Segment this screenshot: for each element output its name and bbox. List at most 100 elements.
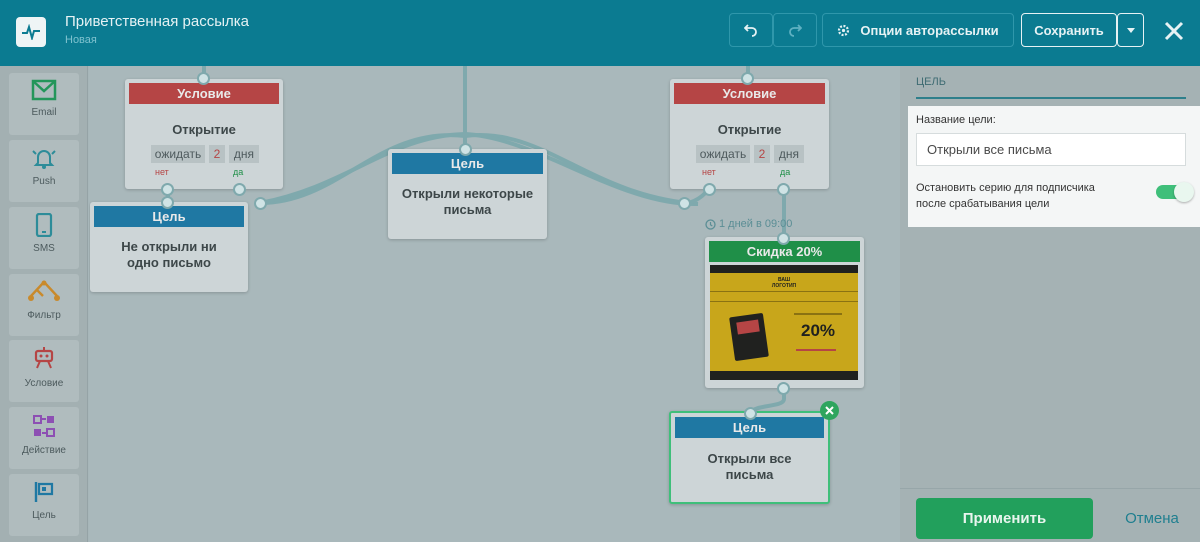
sidebar-item-label: SMS — [33, 243, 55, 254]
gear-icon — [838, 24, 850, 36]
status-subtitle: Новая — [65, 34, 97, 46]
undo-icon — [744, 24, 757, 37]
preview-logo-line-2: ЛОГОТИП — [771, 283, 797, 289]
redo-button[interactable] — [773, 13, 817, 47]
node-header: Цель — [675, 417, 824, 438]
envelope-icon — [31, 79, 57, 101]
sidebar-item-filter[interactable]: Фильтр — [9, 274, 79, 336]
node-output-port-no[interactable] — [703, 183, 716, 196]
wait-chip: ожидать — [696, 145, 750, 163]
branch-no-label: нет — [702, 167, 716, 177]
close-button[interactable] — [1160, 17, 1188, 45]
goal-node-selected[interactable]: Цель Открыли все письма — [669, 411, 830, 504]
bell-icon — [32, 150, 56, 169]
stop-series-line-2: после срабатывания цели — [916, 198, 1050, 210]
node-output-port[interactable] — [777, 382, 790, 395]
goal-name-input[interactable] — [916, 133, 1186, 166]
goal-node-left[interactable]: Цель Не открыли ни одно письмо — [90, 202, 248, 292]
branch-yes-label: да — [233, 167, 244, 177]
node-header: Цель — [94, 206, 244, 227]
node-output-port-yes[interactable] — [777, 183, 790, 196]
wire-joint-port[interactable] — [254, 197, 267, 210]
close-icon — [1164, 21, 1184, 41]
condition-node-left[interactable]: Условие Открытие ожидать 2 дня нет да — [125, 79, 283, 189]
stop-series-toggle[interactable] — [1156, 182, 1194, 202]
branch-no-label: нет — [155, 167, 169, 177]
preview-logo: ВАШ ЛОГОТИП — [768, 277, 800, 289]
sidebar-item-label: Цель — [32, 510, 56, 521]
node-line-1: Открыли некоторые — [401, 186, 534, 201]
wire-joint-port[interactable] — [678, 197, 691, 210]
pulse-logo-icon — [16, 17, 46, 47]
flow-canvas[interactable]: Условие Открытие ожидать 2 дня нет да Це… — [89, 66, 900, 542]
sidebar-item-label: Фильтр — [27, 310, 61, 321]
node-output-port-yes[interactable] — [233, 183, 246, 196]
branch-yes-label: да — [780, 167, 791, 177]
sidebar-item-push[interactable]: Push — [9, 140, 79, 202]
node-line-1: Открыли все — [707, 451, 792, 466]
chevron-down-icon — [1126, 27, 1135, 33]
sidebar-item-sms[interactable]: SMS — [9, 207, 79, 269]
condition-icon — [34, 347, 54, 369]
days-unit-chip: дня — [774, 145, 804, 163]
toggle-knob — [1174, 182, 1194, 202]
preview-logo-line-1: ВАШ — [778, 277, 790, 283]
node-line-2: письма — [725, 467, 774, 482]
clock-icon — [705, 218, 716, 230]
node-title: Открытие — [172, 122, 236, 137]
stop-series-line-1: Остановить серию для подписчика — [916, 182, 1095, 194]
node-header: Условие — [129, 83, 279, 104]
preview-discount: 20% — [800, 321, 836, 340]
sidebar-item-label: Условие — [24, 378, 64, 389]
node-input-port[interactable] — [744, 407, 757, 420]
phone-icon — [35, 213, 53, 237]
node-title: Открытие — [717, 122, 782, 137]
days-number-chip: 2 — [209, 145, 225, 163]
node-input-port[interactable] — [777, 232, 790, 245]
page-title: Приветственная рассылка — [65, 13, 250, 30]
delay-timer: 1 дней в 09:00 — [705, 218, 792, 230]
goal-node-middle[interactable]: Цель Открыли некоторые письма — [388, 149, 547, 239]
sidebar-item-label: Email — [31, 107, 57, 118]
sidebar-item-label: Push — [32, 176, 56, 187]
node-line-2: одно письмо — [127, 255, 211, 270]
email-preview-thumbnail: ВАШ ЛОГОТИП 20% — [710, 265, 858, 380]
node-line-2: письма — [443, 202, 492, 217]
node-input-port[interactable] — [741, 72, 754, 85]
filter-icon — [28, 280, 60, 301]
options-label: Опции авторассылки — [860, 22, 999, 38]
top-bar: Приветственная рассылка Новая Опции авто… — [0, 0, 1200, 66]
autorun-options-button[interactable]: Опции авторассылки — [822, 13, 1014, 47]
redo-icon — [789, 24, 802, 37]
email-node[interactable]: Скидка 20% ВАШ ЛОГОТИП 20% — [705, 237, 864, 388]
cancel-button[interactable]: Отмена — [1125, 510, 1179, 527]
sidebar-item-email[interactable]: Email — [9, 73, 79, 135]
goal-settings-card: Название цели: Остановить серию для подп… — [908, 106, 1200, 227]
undo-button[interactable] — [729, 13, 773, 47]
node-header: Скидка 20% — [709, 241, 860, 262]
close-icon — [825, 406, 834, 415]
sidebar-item-condition[interactable]: Условие — [9, 340, 79, 402]
node-output-port-no[interactable] — [161, 183, 174, 196]
properties-panel: ЦЕЛЬ Название цели: Остановить серию для… — [900, 66, 1200, 542]
sidebar-item-action[interactable]: Действие — [9, 407, 79, 469]
days-unit-chip: дня — [229, 145, 259, 163]
sidebar-item-label: Действие — [22, 445, 66, 456]
footer-divider — [900, 488, 1200, 489]
goal-name-label: Название цели: — [916, 114, 996, 126]
node-input-port[interactable] — [459, 143, 472, 156]
tab-goal[interactable]: ЦЕЛЬ — [916, 76, 946, 88]
condition-node-right[interactable]: Условие Открытие ожидать 2 дня нет да — [670, 79, 829, 189]
sidebar-item-goal[interactable]: Цель — [9, 474, 79, 536]
timer-label: 1 дней в 09:00 — [719, 218, 793, 230]
wait-chip: ожидать — [151, 145, 205, 163]
tools-sidebar: Email Push SMS Фильтр Условие Действие Ц… — [0, 66, 88, 542]
tab-underline — [916, 97, 1186, 99]
node-input-port[interactable] — [197, 72, 210, 85]
save-dropdown-button[interactable] — [1117, 13, 1144, 47]
campaign-title-block: Приветственная рассылка Новая — [65, 13, 249, 46]
apply-button[interactable]: Применить — [916, 498, 1093, 539]
node-input-port[interactable] — [161, 196, 174, 209]
save-button[interactable]: Сохранить — [1021, 13, 1117, 47]
delete-node-button[interactable] — [820, 401, 839, 420]
